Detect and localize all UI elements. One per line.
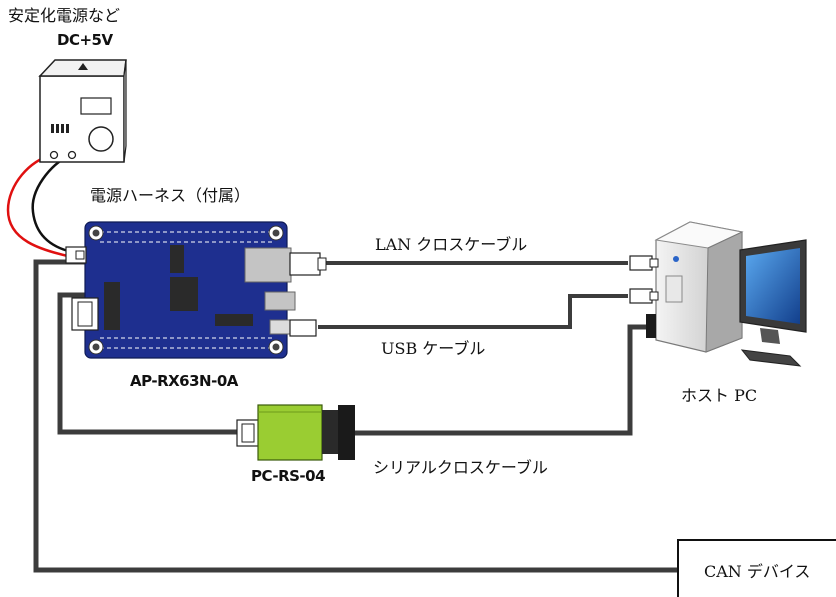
board-name-label: AP-RX63N-0A bbox=[130, 372, 238, 390]
can-device-label: CAN デバイス bbox=[704, 562, 811, 581]
board-ap-rx63n bbox=[65, 221, 327, 359]
power-supply-icon bbox=[38, 59, 127, 163]
desktop-computer-icon bbox=[629, 221, 807, 367]
converter-pc-rs-04 bbox=[236, 404, 355, 461]
lan-cable-label: LAN クロスケーブル bbox=[375, 235, 528, 254]
usb-cable-label: USB ケーブル bbox=[381, 339, 486, 358]
can-cable bbox=[33, 259, 678, 573]
harness-label: 電源ハーネス（付属） bbox=[90, 186, 251, 205]
serial-cable-label: シリアルクロスケーブル bbox=[373, 458, 548, 477]
serial-cable-pc-side bbox=[355, 324, 647, 436]
converter-name-label: PC-RS-04 bbox=[251, 467, 326, 485]
can-device-box bbox=[677, 539, 836, 597]
power-harness bbox=[6, 153, 73, 259]
power-supply-voltage: DC+5V bbox=[57, 31, 113, 49]
usb-cable bbox=[318, 294, 628, 329]
power-supply-title: 安定化電源など bbox=[8, 6, 121, 25]
host-pc-label: ホスト PC bbox=[681, 386, 758, 405]
